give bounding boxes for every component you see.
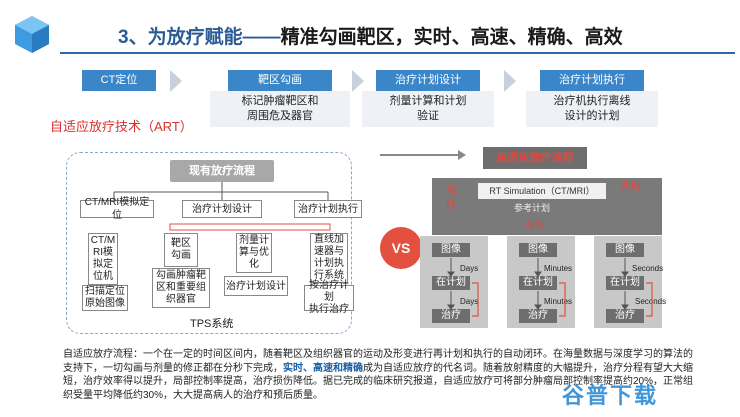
art-image-box: 图像 xyxy=(432,243,470,257)
transition-arrow xyxy=(380,154,460,156)
tps-caption: TPS系统 xyxy=(190,318,234,330)
step-ct-positioning: CT定位 xyxy=(82,70,156,91)
tps-connectors xyxy=(113,182,331,231)
art-image-box: 图像 xyxy=(606,243,644,257)
tps-col3-top: 剂量计算与优化 xyxy=(236,233,272,273)
header-divider xyxy=(60,52,735,54)
step-target-delineation: 靶区勾画 xyxy=(228,70,332,91)
tps-col2-bottom: 勾画肿瘤靶区和重要组织器官 xyxy=(152,268,210,308)
tps-frame xyxy=(66,152,352,334)
art-treat-box: 治疗 xyxy=(606,309,644,323)
arrow-right-icon xyxy=(170,70,182,92)
tps-box-ct-mri: CT/MRI模拟定位 xyxy=(80,197,154,221)
tps-box-plan-execution: 治疗计划执行 xyxy=(294,200,362,218)
art-time-label: Seconds xyxy=(632,264,664,273)
tps-title: 现有放疗流程 xyxy=(170,160,274,182)
step-plan-design-desc: 剂量计算和计划验证 xyxy=(362,91,494,127)
arrow-head-icon xyxy=(458,150,466,160)
tps-col4-bottom: 按治疗计划执行治疗 xyxy=(304,280,354,315)
art-time-label: Days xyxy=(460,297,479,306)
art-time-label: Seconds xyxy=(635,297,667,306)
art-replan-box: 在计划 xyxy=(606,276,644,290)
offline-tag: 离线 xyxy=(444,183,458,215)
art-image-box: 图像 xyxy=(519,243,557,257)
tps-col4-top: 直线加速器与计划执行系统 xyxy=(310,233,348,283)
step-plan-execution: 治疗计划执行 xyxy=(540,70,644,91)
art-time-label: Days xyxy=(460,264,479,273)
watermark-logo: 谷普下载 xyxy=(562,383,659,408)
description-text: 自适应放疗流程：一个在一定的时间区间内，随着靶区及组织器官的运动及形变进行再计划… xyxy=(63,349,694,401)
page-title: 3、为放疗赋能——精准勾画靶区，实时、高速、精确、高效 xyxy=(118,27,623,48)
online-tag: 在线 xyxy=(518,219,552,233)
art-flow-title: 自适应放疗流程 xyxy=(483,147,587,169)
cube-logo-icon xyxy=(15,16,49,53)
step-target-delineation-desc: 标记肿瘤靶区和周围危及器官 xyxy=(210,91,350,127)
art-replan-box: 在计划 xyxy=(432,276,470,290)
realtime-tag: 实时 xyxy=(614,181,648,195)
vs-badge: VS xyxy=(380,227,422,269)
tps-box-plan-design: 治疗计划设计 xyxy=(182,200,262,218)
art-replan-box: 在计划 xyxy=(519,276,557,290)
art-time-label: Minutes xyxy=(544,297,573,306)
step-plan-execution-desc: 治疗机执行离线设计的计划 xyxy=(526,91,658,127)
ref-plan-label: 参考计划 xyxy=(514,203,551,213)
art-treat-box: 治疗 xyxy=(432,309,470,323)
rt-simulation-bar: RT Simulation（CT/MRI） xyxy=(478,183,606,199)
tps-col2-top: 靶区勾画 xyxy=(164,233,198,267)
arrow-right-icon xyxy=(352,70,364,92)
tps-col3-bottom: 治疗计划设计 xyxy=(224,276,288,296)
step-plan-design: 治疗计划设计 xyxy=(376,70,480,91)
art-time-label: Minutes xyxy=(544,264,573,273)
tps-col1-bottom: 扫描定位原始图像 xyxy=(82,285,128,311)
art-flow-arrows xyxy=(447,258,653,317)
art-treat-box: 治疗 xyxy=(519,309,557,323)
art-label: 自适应放疗技术（ART） xyxy=(50,119,193,134)
arrow-right-icon xyxy=(504,70,516,92)
